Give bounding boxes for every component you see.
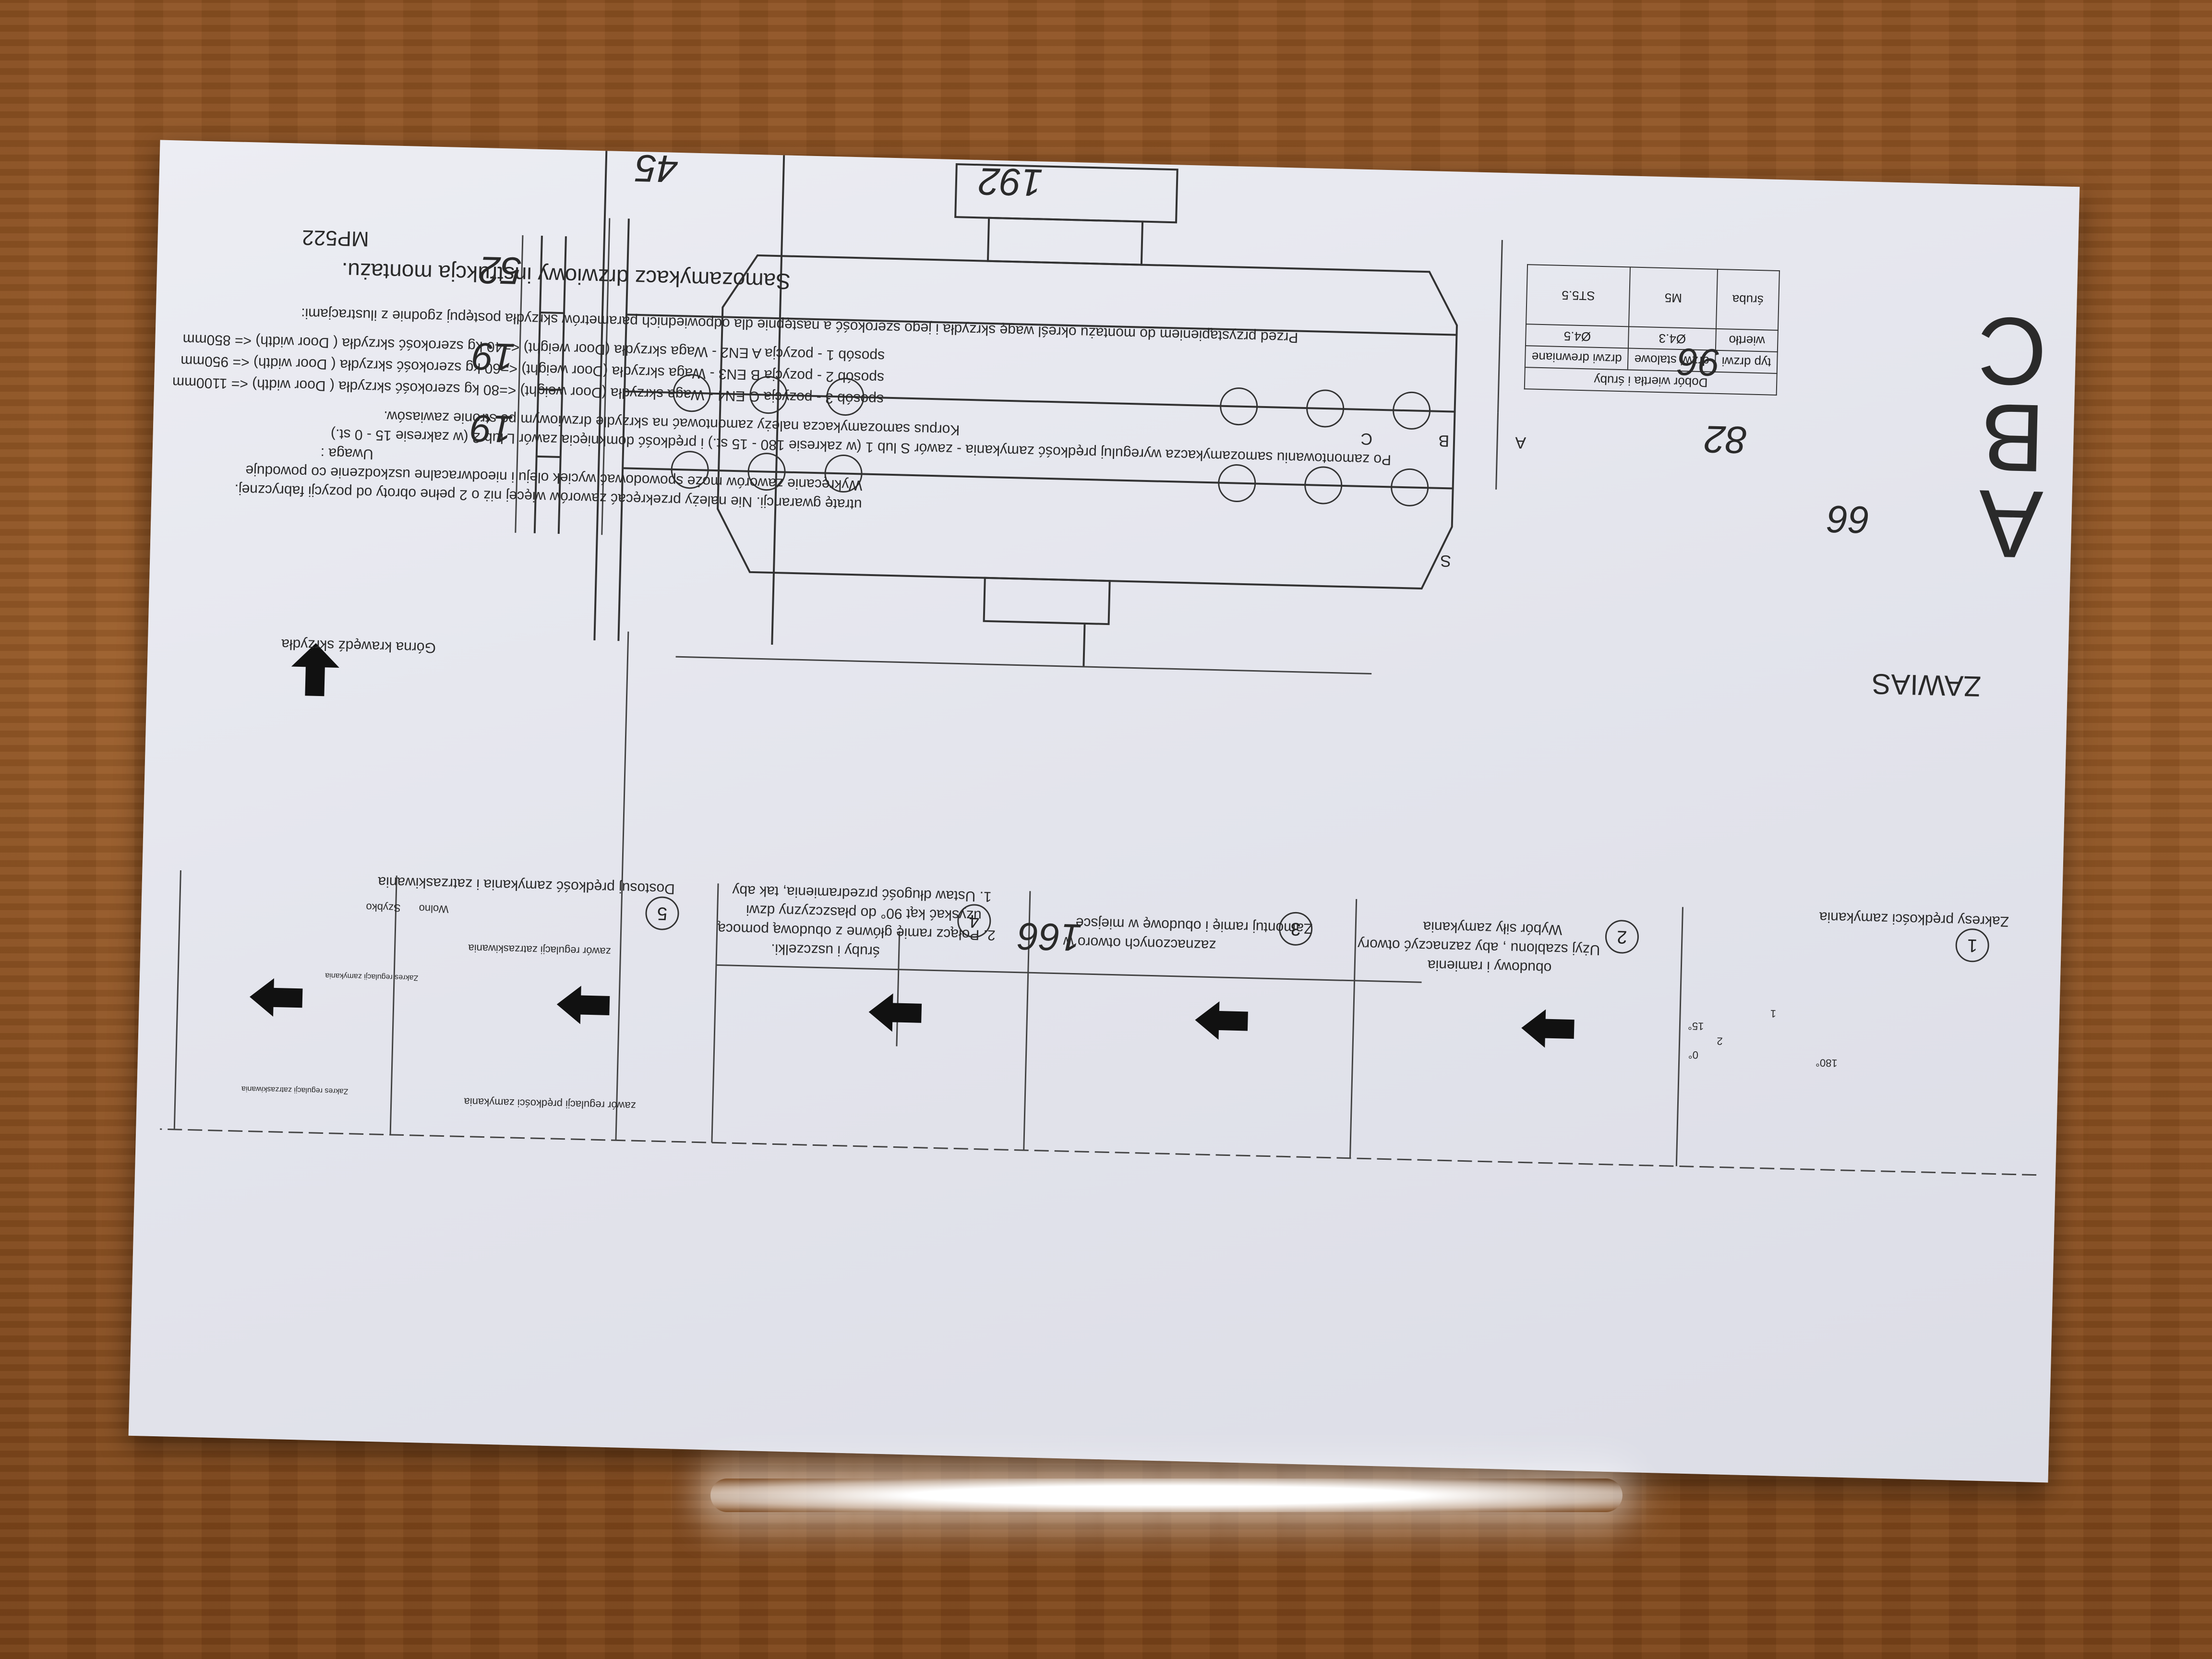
step-1-label-180: 180° (1815, 1057, 1838, 1070)
mounting-template-drawing (160, 140, 2037, 1176)
hole-label-b: B (1438, 431, 1450, 450)
dimension-19a: 19 (471, 335, 516, 379)
screw-row-drill: wiertło (1716, 328, 1778, 352)
dimension-82: 82 (1704, 418, 1748, 462)
dimension-lines (515, 218, 1503, 1141)
arrows (250, 643, 1575, 1048)
position-letter-c: C (1976, 297, 2048, 406)
step-1-label-2: 2 (1717, 1035, 1723, 1047)
dimension-19b: 19 (470, 407, 514, 451)
screw-wood: ST5.5 (1526, 264, 1631, 327)
model-code: MP522 (301, 225, 370, 251)
dimension-52: 52 (479, 248, 523, 293)
step-1-label-1: 1 (1770, 1008, 1777, 1020)
sheet-content: MP522 Samozamykacz drzwiowy instrukcja m… (129, 140, 2080, 1483)
warning-label: Uwaga : (320, 445, 374, 462)
step-2-caption-3: obudowy i ramienia (1427, 957, 1552, 976)
light-reflection (710, 1479, 1623, 1512)
screw-steel: M5 (1629, 267, 1718, 329)
step-5-label-fast: Szybko (366, 901, 401, 914)
dimension-192: 192 (978, 160, 1044, 204)
step-1-label-0: 0° (1688, 1048, 1699, 1061)
steps-frame (160, 870, 2037, 1176)
dimension-66: 66 (1827, 497, 1871, 541)
step-1-label-15: 15° (1687, 1020, 1704, 1033)
hole-label-c: C (1360, 429, 1373, 448)
step-2-caption-1: Wybór siły zamykania (1423, 918, 1563, 938)
closer-body (533, 140, 1458, 667)
hole-label-a: A (1515, 433, 1527, 452)
screw-row-screw: śruba (1716, 269, 1779, 331)
step-5-label-slow: Wolno (419, 902, 449, 915)
hinge-label: ZAWIAS (1871, 668, 1982, 703)
drill-screw-table: Dobór wiertła i śruby typ drzwi drzwi st… (1524, 264, 1780, 396)
fixing-plate (1215, 140, 1392, 156)
step-4-caption-4: śruby i uszczelki. (770, 941, 880, 960)
hole-label-s: S (1440, 551, 1452, 570)
drill-wood: Ø4.5 (1526, 324, 1629, 349)
screw-col-wood: drzwi drewniane (1525, 346, 1629, 370)
instruction-sheet: MP522 Samozamykacz drzwiowy instrukcja m… (128, 140, 2080, 1483)
dimension-96: 96 (1677, 340, 1721, 385)
screw-col-door: typ drzwi (1715, 350, 1778, 373)
dimension-45: 45 (635, 146, 679, 191)
mounting-holes (671, 374, 1431, 506)
